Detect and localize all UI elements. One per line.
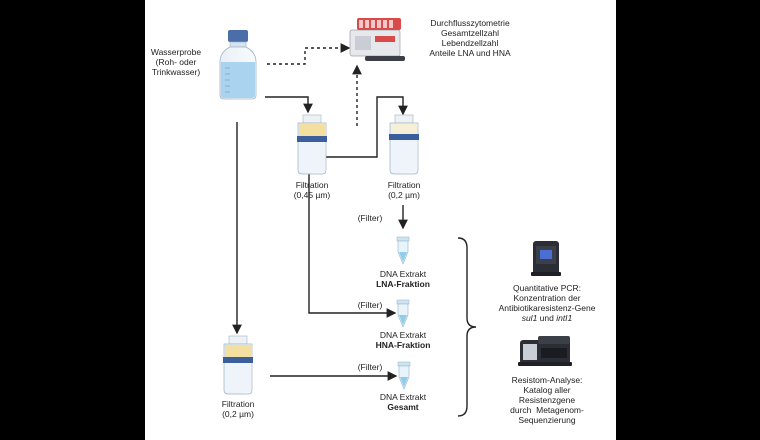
gene-sul1: sul1 [521,313,538,323]
microtube-icon-lna [396,236,410,265]
label-filter-tag-2: (Filter) [357,300,383,310]
gene-intI1: intI1 [556,313,573,323]
arrow-bottle-to-cytometer [267,43,351,65]
label-dna-hna: DNA Extrakt HNA-Fraktion [375,330,431,350]
microtube-icon-hna [396,299,410,328]
sequencer-icon [518,336,572,366]
label-cytometry: Durchflusszytometrie Gesamtzellzahl Lebe… [429,18,511,58]
arrow-filter045-to-filter02 [325,96,408,158]
flow-cytometer-icon [349,18,405,61]
label-filtration-02-bottom: Filtration (0,2 µm) [221,399,255,419]
label-filtration-02-top: Filtration (0,2 µm) [387,180,421,200]
label-filter-tag-3: (Filter) [357,362,383,372]
qpcr-machine-icon [531,241,561,276]
bracket-brace [457,237,477,417]
filter-unit-icon-045 [297,114,327,175]
arrow-bottle-to-filter045 [265,96,313,114]
arrow-filter045-to-hna [308,173,397,318]
diagram-graphics [219,18,572,417]
filter-unit-icon-02-bottom [223,335,253,395]
label-dna-lna: DNA Extrakt LNA-Fraktion [376,269,430,289]
label-water-sample: Wasserprobe (Roh- oder Trinkwasser) [150,47,202,77]
water-bottle-icon [219,30,257,100]
microtube-icon-total [397,361,411,390]
diagram-panel: Wasserprobe (Roh- oder Trinkwasser) Durc… [145,0,616,440]
label-resistome: Resistom-Analyse: Katalog aller Resisten… [510,375,584,425]
label-dna-total: DNA Extrakt Gesamt [379,392,427,412]
gene-and: und [537,313,557,323]
label-qpcr: Quantitative PCR: Konzentration der Anti… [498,283,596,323]
label-filter-tag-1: (Filter) [357,213,383,223]
filter-unit-icon-02-top [389,114,419,175]
label-filtration-045: Filtration (0,45 µm) [293,180,331,200]
arrows [232,43,408,381]
